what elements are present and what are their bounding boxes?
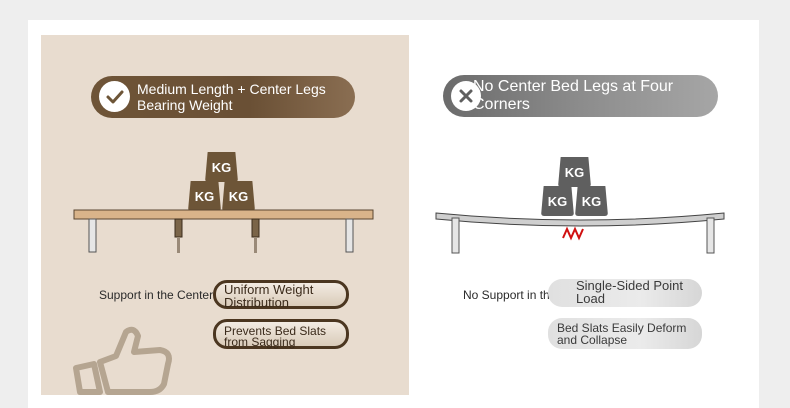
check-icon xyxy=(99,81,130,112)
left-title: Medium Length + Center Legs Bearing Weig… xyxy=(137,81,326,113)
right-bed-frame xyxy=(435,212,725,254)
prevents-sagging-label: Prevents Bed Slats from Sagging xyxy=(224,324,327,349)
zigzag-stress-icon xyxy=(562,226,584,241)
support-center-label: Support in the Center xyxy=(99,288,214,302)
single-sided-pill: Single-Sided Point Load xyxy=(548,279,702,307)
weight-block-bottom-right-a: KG xyxy=(541,186,574,216)
weight-block-top-left: KG xyxy=(205,152,238,182)
single-sided-label: Single-Sided Point Load xyxy=(576,278,683,306)
weight-block-bottom-left-b: KG xyxy=(222,181,255,211)
left-title-pill: Medium Length + Center Legs Bearing Weig… xyxy=(91,76,355,118)
deform-collapse-label: Bed Slats Easily Deform and Collapse xyxy=(557,321,687,347)
cross-icon xyxy=(451,81,481,111)
weight-block-top-right: KG xyxy=(558,157,591,187)
left-bed-frame xyxy=(73,209,374,253)
weight-block-bottom-right-b: KG xyxy=(575,186,608,216)
uniform-weight-label: Uniform Weight Distribution xyxy=(224,282,314,310)
uniform-weight-pill: Uniform Weight Distribution xyxy=(213,280,349,309)
deform-collapse-pill: Bed Slats Easily Deform and Collapse xyxy=(548,318,702,349)
right-title: No Center Bed Legs at Four Corners xyxy=(473,78,674,113)
right-title-pill: No Center Bed Legs at Four Corners xyxy=(443,75,718,117)
weight-block-bottom-left-a: KG xyxy=(188,181,221,211)
prevents-sagging-pill: Prevents Bed Slats from Sagging xyxy=(213,319,349,349)
thumbs-up-icon xyxy=(73,326,172,395)
